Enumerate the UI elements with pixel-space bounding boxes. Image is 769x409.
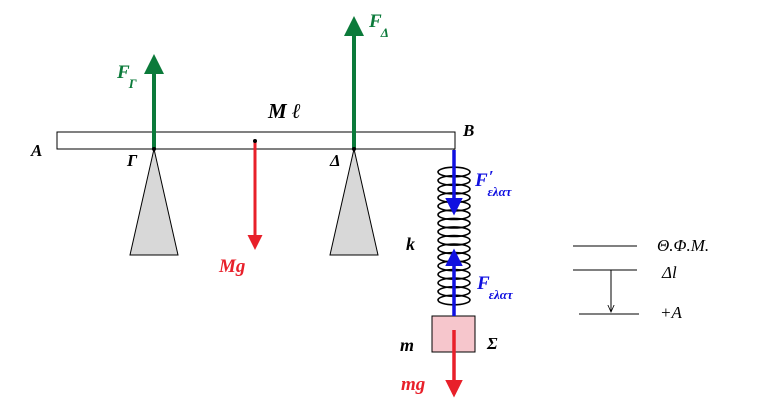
label-point-delta: Δ [329, 151, 341, 170]
label-level-dl: Δl [661, 263, 677, 282]
support-gamma [129, 148, 179, 256]
label-level-natural: Θ.Φ.Μ. [657, 236, 709, 255]
label-force-spring-up: Fελατ [476, 273, 514, 302]
label-point-gamma: Γ [126, 151, 138, 170]
point-delta-dot [352, 147, 356, 151]
label-force-spring-down: F′ελατ [474, 167, 513, 199]
label-point-a: A [30, 141, 42, 160]
spring-coil [437, 226, 471, 238]
point-gamma-dot [152, 147, 156, 151]
spring-coil [437, 234, 471, 246]
label-force-mg-mass: mg [401, 374, 425, 395]
spring-coil [437, 217, 471, 229]
center-mass-dot [253, 139, 257, 143]
label-level-amp: +A [660, 303, 682, 322]
label-force-delta: FΔ [368, 11, 389, 40]
label-force-gamma: FΓ [116, 62, 137, 91]
label-force-mg-beam: Mg [218, 256, 245, 277]
label-spring-k: k [406, 234, 415, 254]
label-mass-m: m [400, 335, 414, 355]
label-beam: M ℓ [267, 99, 301, 123]
support-delta [329, 148, 379, 256]
label-sigma: Σ [486, 334, 498, 353]
label-point-b: B [462, 121, 474, 140]
